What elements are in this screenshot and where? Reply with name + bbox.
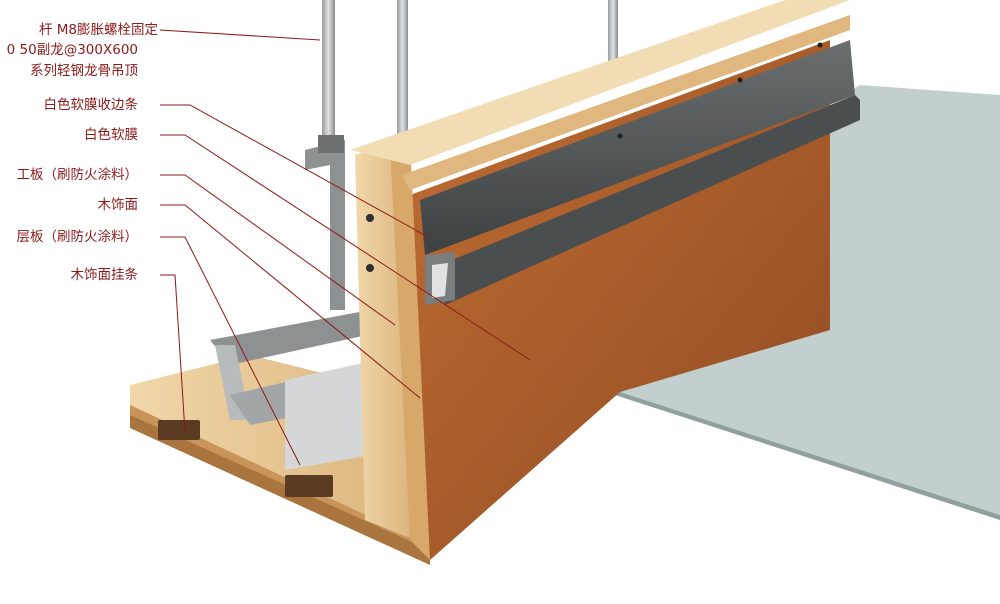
hanger-rod-3 [608,0,618,70]
light-steel-keel-lower [210,310,390,365]
screw-1 [366,214,374,222]
membrane-shadow [615,392,1000,520]
angle-bracket [305,140,345,310]
hanger-cleat-1 [158,420,200,440]
screw-2 [366,264,374,272]
bolt-nut [318,135,344,153]
hanger-rod-1 [322,0,335,140]
rivet-2 [737,77,743,83]
rivet-1 [617,133,623,139]
leader-lines [159,29,531,466]
label-veneer: 木饰面 [97,197,139,213]
leader-board [160,174,396,326]
label-plywood: 层板（刷防火涂料） [16,229,139,245]
hanger-cleat-2 [285,475,333,497]
leader-edge-strip [160,104,431,239]
label-rod: 杆 M8膨胀螺栓固定 [38,22,158,38]
ceiling-plywood-face [130,415,430,565]
leader-veneer [160,204,421,399]
leader-hanger [160,274,186,433]
steel-strip-lower [440,95,860,305]
label-system: 系列轻钢龙骨吊顶 [30,63,138,79]
hanger-rod-2 [397,0,408,140]
top-board-2 [402,15,850,190]
steel-strip-upper [420,40,855,255]
label-hanger: 木饰面挂条 [70,267,139,283]
leader-plywood [160,236,301,466]
leader-rod [159,29,321,41]
top-board-1 [350,0,850,165]
label-membrane: 白色软膜 [84,127,138,143]
label-edge-strip: 白色软膜收边条 [43,97,139,113]
rivet-3 [817,42,823,48]
leader-membrane [160,134,531,361]
edge-channel-inner [432,263,448,298]
label-board: 工板（刷防火涂料） [16,167,139,183]
label-keel: 0 50副龙@300X600 [6,42,138,58]
fire-board-strip [390,140,430,560]
